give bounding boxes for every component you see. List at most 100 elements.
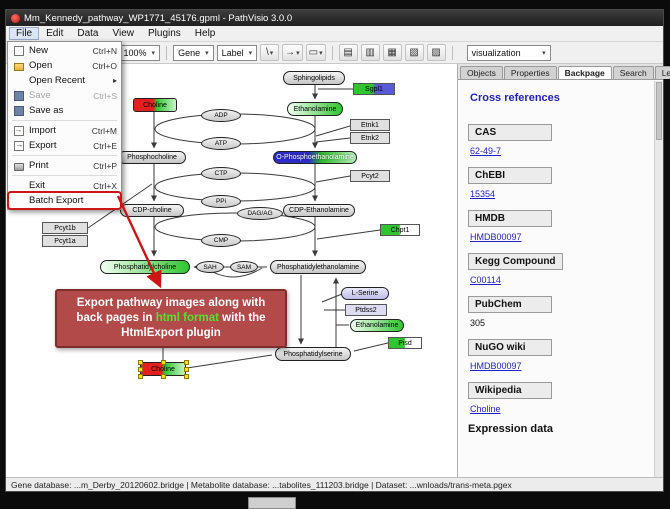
menu-data[interactable]: Data xyxy=(77,28,99,39)
pathway-node-phosphatidylserine[interactable]: Phosphatidylserine xyxy=(275,347,351,361)
menu-item-save-as[interactable]: Save as xyxy=(9,103,120,118)
pathway-node-ppi[interactable]: PPi xyxy=(201,195,241,208)
pathway-node-choline[interactable]: Choline xyxy=(133,98,177,112)
pathway-node-etnk2[interactable]: Etnk2 xyxy=(350,132,390,144)
tab-properties[interactable]: Properties xyxy=(503,66,557,79)
toolbar-separator xyxy=(331,45,333,60)
pathway-node-choline[interactable]: Choline xyxy=(138,360,189,379)
pathway-node-phosphocholine[interactable]: Phosphocholine xyxy=(118,151,186,164)
pathway-node-sgpl1[interactable]: Sgpl1 xyxy=(353,83,395,95)
pathway-node-sphingolipids[interactable]: Sphingolipids xyxy=(283,71,345,85)
selection-handle[interactable] xyxy=(161,360,166,365)
pathway-node-pcyt1a[interactable]: Pcyt1a xyxy=(42,235,88,247)
pathway-node-phosphatidylcholine[interactable]: Phosphatidylcholine xyxy=(100,260,190,274)
menu-item-label: Import xyxy=(29,125,56,136)
pathway-node-pcyt1b[interactable]: Pcyt1b xyxy=(42,222,88,234)
menu-item-label: Save as xyxy=(29,105,64,116)
pathway-node-sah[interactable]: SAH xyxy=(196,261,224,273)
datanode-type-combo[interactable]: Gene ▾ xyxy=(173,44,214,61)
align-top-button[interactable]: ▦ xyxy=(382,44,402,61)
window-title: Mm_Kennedy_pathway_WP1771_45176.gpml - P… xyxy=(24,12,293,24)
menu-item-label: Open xyxy=(29,60,53,71)
chevron-down-icon: ▾ xyxy=(248,49,253,57)
pathway-node-atp[interactable]: ATP xyxy=(201,137,241,150)
submenu-arrow-icon: ▸ xyxy=(112,76,117,85)
menu-item-batch-export[interactable]: Batch Export xyxy=(7,191,122,210)
selection-handle[interactable] xyxy=(184,374,189,379)
pathway-node-cmp[interactable]: CMP xyxy=(201,234,241,247)
titlebar[interactable]: Mm_Kennedy_pathway_WP1771_45176.gpml - P… xyxy=(6,10,663,26)
menu-item-open-recent[interactable]: Open Recent▸ xyxy=(9,73,120,88)
xref-id-link[interactable]: HMDB00097 xyxy=(470,361,522,371)
pathway-node-l-serine[interactable]: L-Serine xyxy=(341,287,389,300)
xref-id-link[interactable]: Choline xyxy=(470,404,501,414)
taskbar-stub xyxy=(248,497,296,509)
export-icon xyxy=(13,140,24,151)
pathway-node-chpt1[interactable]: Chpt1 xyxy=(380,224,420,236)
pathway-node-adp[interactable]: ADP xyxy=(201,109,241,122)
xref-source-name: HMDB xyxy=(468,210,552,227)
pathway-node-cdp-choline[interactable]: CDP-choline xyxy=(120,204,184,217)
selection-handle[interactable] xyxy=(138,374,143,379)
tab-objects[interactable]: Objects xyxy=(460,66,503,79)
pathway-node-ptdss2[interactable]: Ptdss2 xyxy=(345,304,387,316)
pathway-node-o-phosphoethanolamine[interactable]: O-Phosphoethanolamine xyxy=(273,151,357,164)
menu-item-icon-slot xyxy=(12,125,25,136)
pathway-node-ctp[interactable]: CTP xyxy=(201,167,241,180)
selection-handle[interactable] xyxy=(184,360,189,365)
menu-help[interactable]: Help xyxy=(194,28,216,39)
cross-references-heading: Cross references xyxy=(470,92,560,104)
pathway-node-cdp-ethanolamine[interactable]: CDP-Ethanolamine xyxy=(283,204,355,217)
shape-tool-button[interactable]: ▭▾ xyxy=(305,44,326,61)
menu-plugins[interactable]: Plugins xyxy=(147,28,181,39)
tab-legend[interactable]: Legend xyxy=(654,66,670,79)
app-window: Mm_Kennedy_pathway_WP1771_45176.gpml - P… xyxy=(5,9,670,492)
scrollbar-thumb[interactable] xyxy=(656,82,662,140)
tab-search[interactable]: Search xyxy=(612,66,654,79)
callout-text: with the HtmlExport plugin xyxy=(121,311,266,339)
pathway-node-ethanolamine[interactable]: Ethanolamine xyxy=(287,102,343,116)
xref-id-link[interactable]: C00114 xyxy=(470,275,501,285)
xref-id-link[interactable]: 62-49-7 xyxy=(470,146,502,156)
tab-backpage[interactable]: Backpage xyxy=(557,66,612,79)
menu-item-shortcut: Ctrl+X xyxy=(93,180,117,191)
align-center-button[interactable]: ▥ xyxy=(360,44,380,61)
arrow-tool-button[interactable]: →▾ xyxy=(282,44,303,61)
selection-handle[interactable] xyxy=(161,374,166,379)
callout-highlight-text: html format xyxy=(155,311,219,324)
distribute-horizontal-button[interactable]: ▧ xyxy=(404,44,424,61)
label-tool-combo[interactable]: Label ▾ xyxy=(216,44,258,61)
menu-view[interactable]: View xyxy=(112,28,134,39)
menu-file[interactable]: File xyxy=(9,27,40,40)
sidebar-scrollbar[interactable] xyxy=(654,81,663,477)
xref-id-link[interactable]: HMDB00097 xyxy=(470,232,522,242)
menu-edit[interactable]: Edit xyxy=(46,28,64,39)
pathway-node-phosphatidylethanolamine[interactable]: Phosphatidylethanolamine xyxy=(270,260,366,274)
pathway-node-etnk1[interactable]: Etnk1 xyxy=(350,119,390,131)
pathvisio-app-icon xyxy=(11,13,20,23)
visualization-combo[interactable]: visualization ▾ xyxy=(466,44,551,61)
zoom-combo[interactable]: 100% ▾ xyxy=(118,44,161,61)
selection-handle[interactable] xyxy=(184,367,189,372)
align-left-button[interactable]: ▤ xyxy=(338,44,358,61)
pathway-node-pcyt2[interactable]: Pcyt2 xyxy=(350,170,390,182)
pathway-node-pisd[interactable]: Pisd xyxy=(388,337,422,349)
pathway-node-dag/ag[interactable]: DAG/AG xyxy=(237,207,283,220)
line-tool-button[interactable]: \▾ xyxy=(260,44,280,61)
pathway-node-ethanolamine[interactable]: Ethanolamine xyxy=(350,319,404,332)
pathway-node-sam[interactable]: SAM xyxy=(230,261,258,273)
selection-handle[interactable] xyxy=(138,367,143,372)
distribute-vertical-button[interactable]: ▨ xyxy=(426,44,446,61)
selection-handle[interactable] xyxy=(138,360,143,365)
xref-id-link[interactable]: 15354 xyxy=(470,189,496,199)
